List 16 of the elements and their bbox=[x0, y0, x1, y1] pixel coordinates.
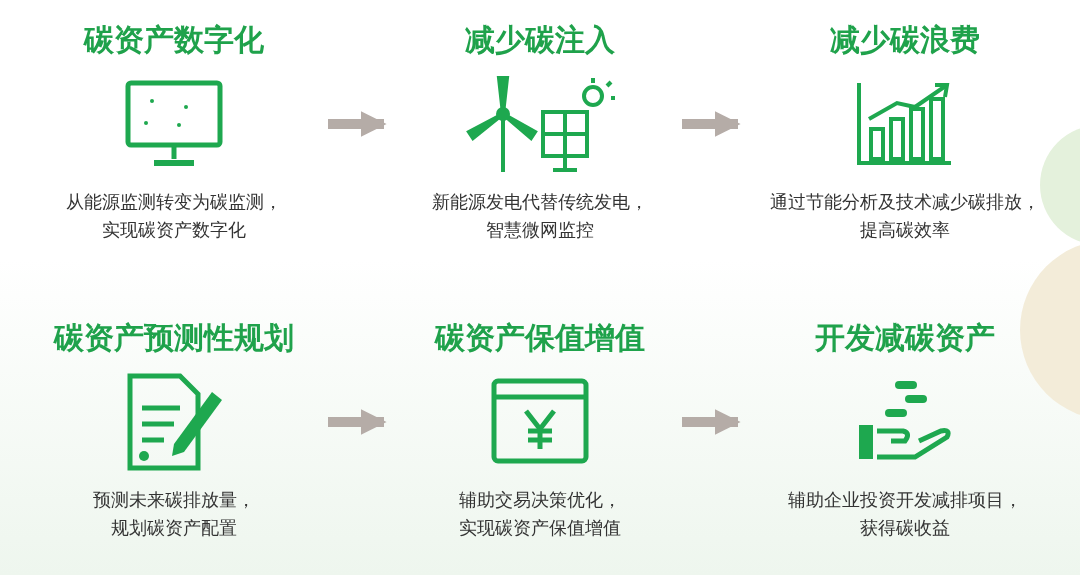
description: 从能源监测转变为碳监测，实现碳资产数字化 bbox=[64, 190, 283, 242]
description: 通过节能分析及技术减少碳排放，提高碳效率 bbox=[769, 190, 1041, 242]
heading: 碳资产保值增值 bbox=[435, 319, 645, 357]
description: 预测未来碳排放量，规划碳资产配置 bbox=[91, 488, 256, 540]
arrow bbox=[328, 409, 387, 435]
arrow bbox=[682, 111, 741, 137]
description: 新能源发电代替传统发电，智慧微网监控 bbox=[431, 190, 649, 242]
heading: 减少碳注入 bbox=[465, 21, 615, 59]
arrow bbox=[682, 409, 741, 435]
description: 辅助企业投资开发减排项目，获得碳收益 bbox=[787, 488, 1023, 540]
arrow bbox=[328, 111, 387, 137]
description: 辅助交易决策优化，实现碳资产保值增值 bbox=[458, 488, 622, 540]
heading: 减少碳浪费 bbox=[830, 21, 980, 59]
heading: 碳资产数字化 bbox=[83, 21, 264, 59]
heading: 开发减碳资产 bbox=[815, 319, 995, 357]
heading: 碳资产预测性规划 bbox=[53, 319, 294, 357]
